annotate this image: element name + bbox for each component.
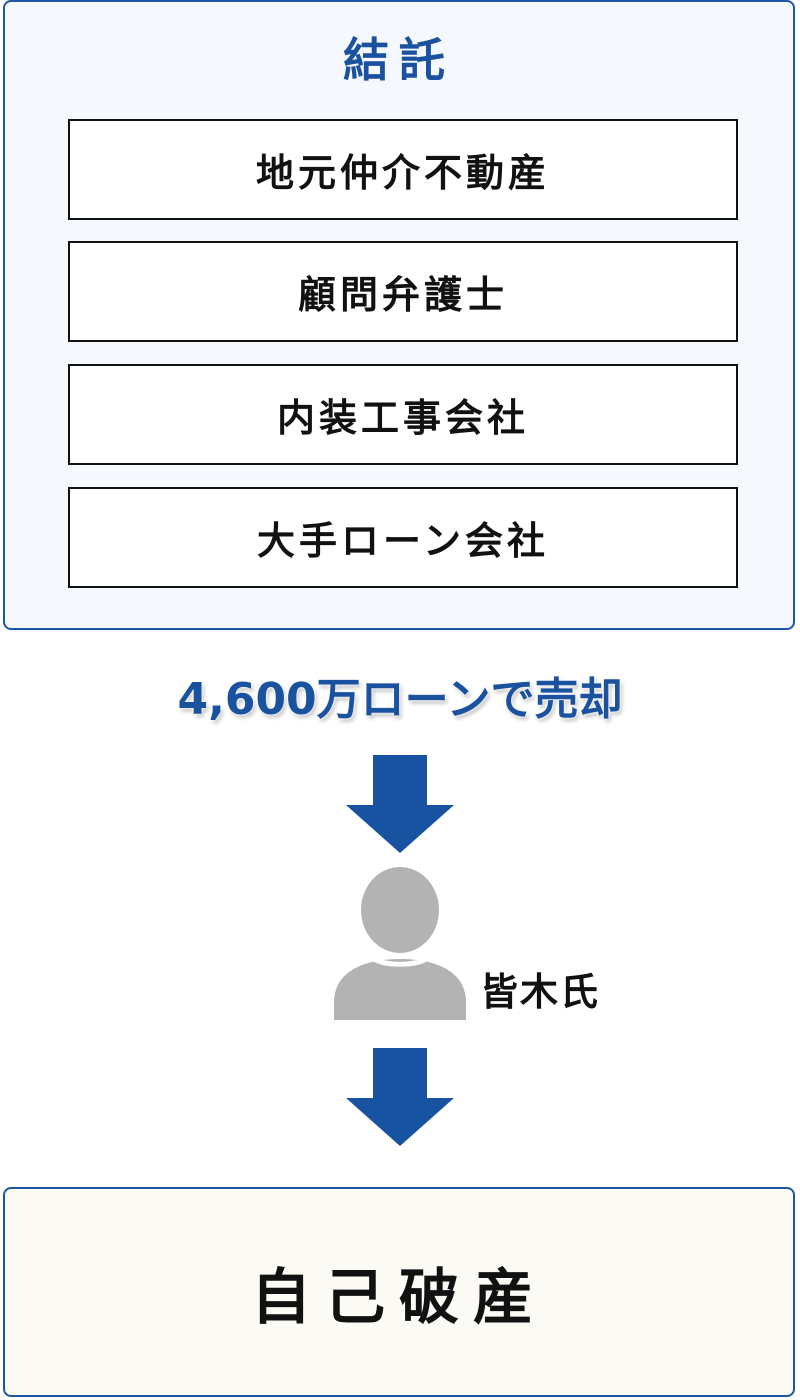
result-box: 自己破産 — [3, 1187, 795, 1397]
group-title: 結託 — [343, 33, 455, 87]
down-arrow-icon — [346, 755, 454, 853]
party-box-renovation: 内装工事会社 — [68, 364, 738, 465]
party-label: 内装工事会社 — [276, 396, 529, 440]
down-arrow-icon — [346, 1048, 454, 1146]
party-box-loan-company: 大手ローン会社 — [68, 487, 738, 588]
party-label: 顧問弁護士 — [297, 273, 508, 317]
result-label: 自己破産 — [251, 1262, 547, 1333]
party-box-real-estate: 地元仲介不動産 — [68, 119, 738, 220]
person-name: 皆木氏 — [480, 970, 601, 1014]
sale-label: 4,600万ローンで売却 — [177, 674, 623, 725]
collusion-group-box: 結託 地元仲介不動産 顧問弁護士 内装工事会社 大手ローン会社 — [3, 0, 795, 630]
party-label: 大手ローン会社 — [256, 519, 550, 563]
party-box-lawyer: 顧問弁護士 — [68, 241, 738, 342]
party-label: 地元仲介不動産 — [255, 151, 550, 195]
person-icon — [334, 867, 466, 1020]
